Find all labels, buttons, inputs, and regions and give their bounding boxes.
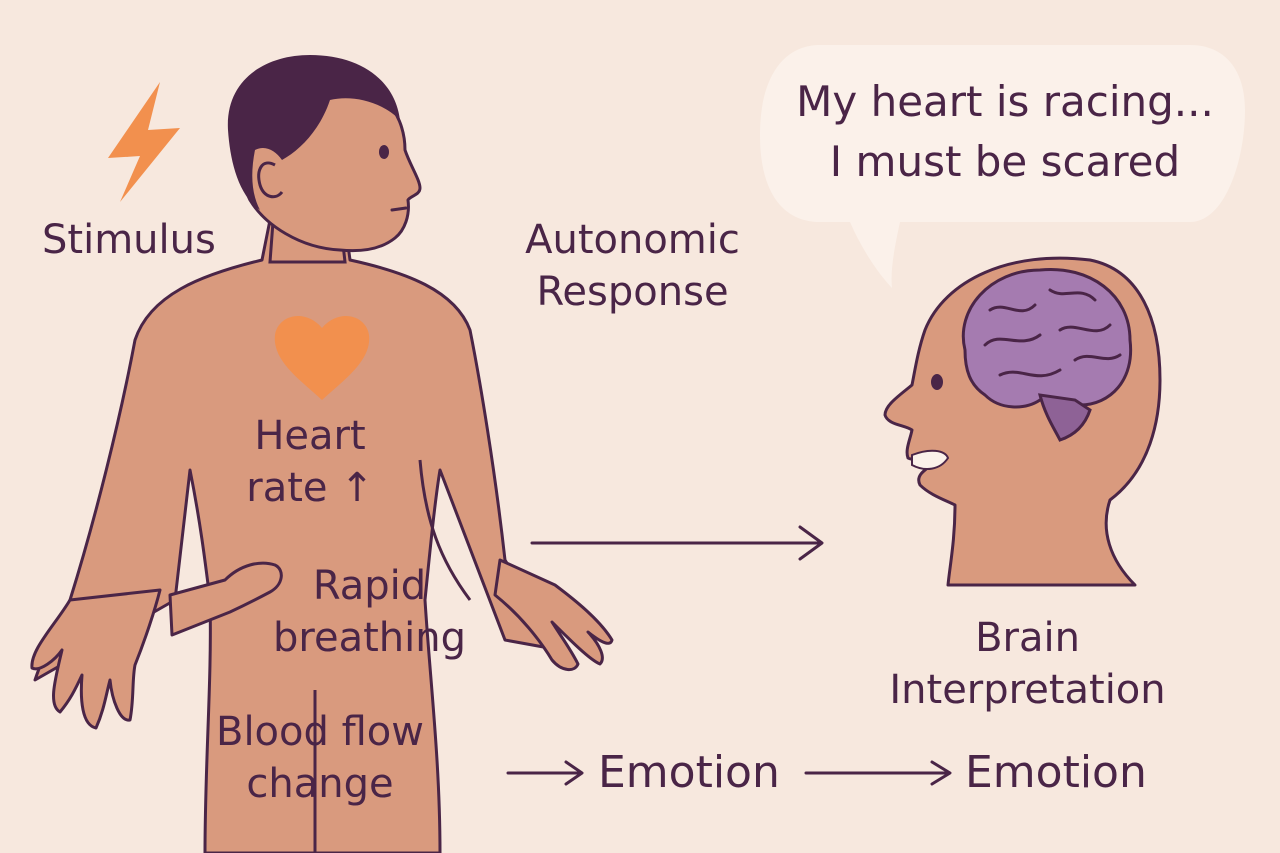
blood-flow-label: Blood flow change <box>200 706 440 810</box>
speech-line-1: My heart is racing... <box>796 77 1214 126</box>
heart-rate-line-1: Heart <box>254 413 366 459</box>
belly-hand <box>168 561 283 637</box>
hair <box>227 55 400 210</box>
speech-bubble <box>760 45 1245 288</box>
heart-rate-line-2: rate ↑ <box>246 465 374 511</box>
brain-icon <box>961 267 1133 442</box>
torso <box>33 218 562 853</box>
rapid-breathing-line-1: Rapid <box>312 563 427 609</box>
arrow-to-emotion-2 <box>804 760 952 786</box>
autonomic-line-1: Autonomic <box>525 217 740 263</box>
rapid-breathing-line-2: breathing <box>273 615 466 661</box>
arrow-to-brain <box>530 525 824 561</box>
emotion-label-2: Emotion <box>965 747 1147 798</box>
lightning-icon <box>108 82 180 202</box>
brain-interpretation-line-1: Brain <box>975 615 1080 661</box>
autonomic-line-2: Response <box>536 269 729 315</box>
heart-icon <box>274 316 370 400</box>
blood-flow-line-1: Blood flow <box>216 709 424 755</box>
speech-bubble-text: My heart is racing... I must be scared <box>780 72 1230 192</box>
heart-rate-label: Heart rate ↑ <box>230 410 390 514</box>
brain-interpretation-label: Brain Interpretation <box>870 612 1185 716</box>
arrow-to-emotion-1 <box>506 760 584 786</box>
emotion-label-1: Emotion <box>598 747 780 798</box>
left-hand <box>30 588 162 730</box>
brain-interpretation-line-2: Interpretation <box>889 667 1166 713</box>
right-hand <box>493 558 614 671</box>
speech-line-2: I must be scared <box>829 137 1181 186</box>
rapid-breathing-label: Rapid breathing <box>262 560 477 664</box>
blood-flow-line-2: change <box>246 761 394 807</box>
autonomic-response-label: Autonomic Response <box>500 214 765 318</box>
stimulus-label: Stimulus <box>42 217 216 263</box>
human-figure <box>30 55 614 853</box>
